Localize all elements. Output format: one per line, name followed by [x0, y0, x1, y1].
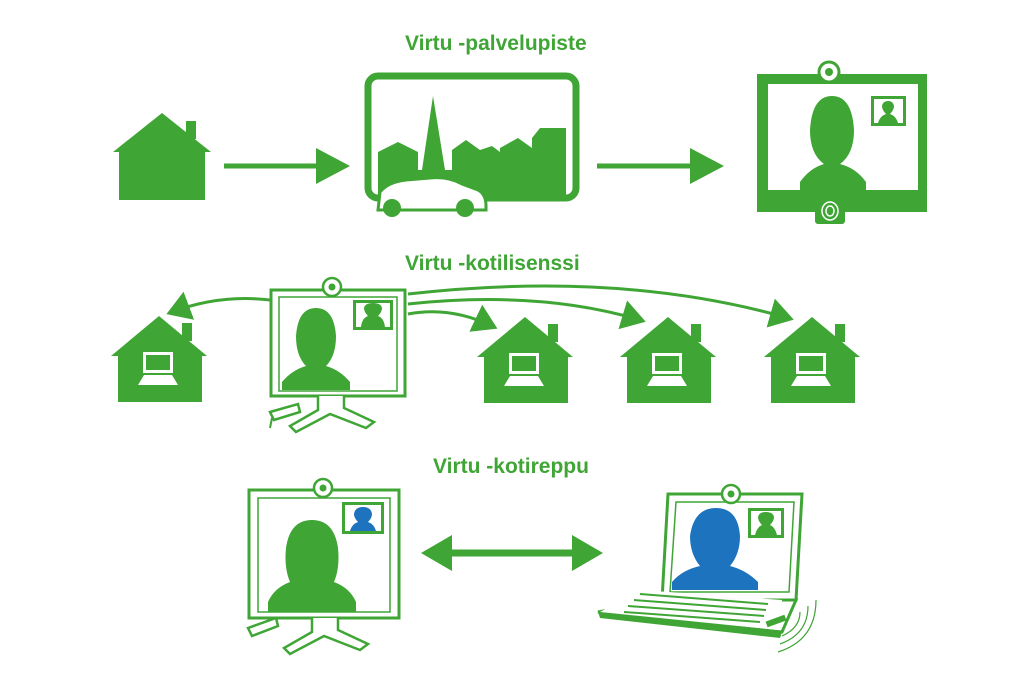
home-laptop-icon [764, 317, 860, 403]
home-laptop-icon [111, 316, 207, 402]
arrow-right-icon [224, 148, 350, 184]
distribution-arrows [172, 286, 788, 326]
monitor-icon [270, 278, 405, 432]
laptop-icon [598, 485, 816, 652]
video-screen-icon [757, 62, 927, 224]
home-laptop-icon [477, 317, 573, 403]
monitor-icon [248, 479, 399, 654]
arrow-right-icon [597, 148, 724, 184]
double-arrow-icon [421, 535, 603, 571]
service-point-city-icon [368, 76, 576, 217]
home-laptop-icon [620, 317, 716, 403]
house-icon [113, 113, 211, 200]
